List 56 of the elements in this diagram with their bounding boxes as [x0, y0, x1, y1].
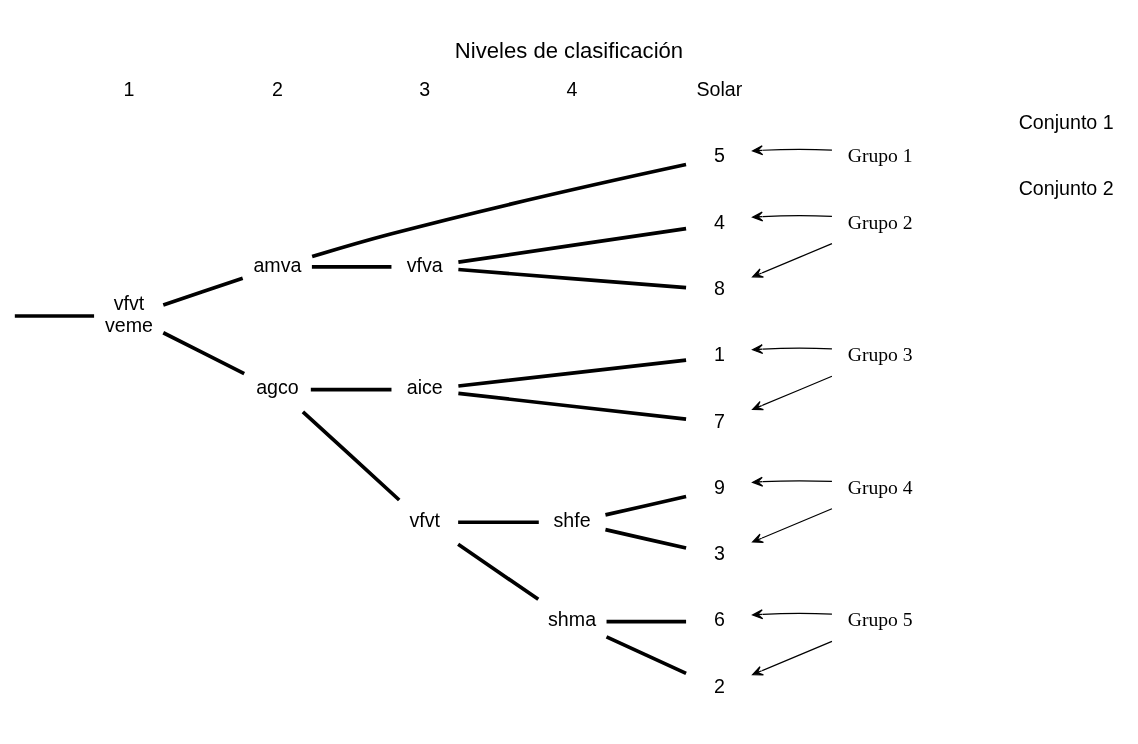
label: 1 — [123, 77, 135, 100]
connector — [14, 313, 95, 318]
node-text: 4 — [713, 210, 725, 233]
node-text: Grupo 2 — [847, 210, 913, 233]
node-text: vfvt — [409, 508, 441, 531]
node-text: 5 — [713, 143, 725, 166]
node-text: 3 — [713, 541, 725, 564]
arrow — [752, 640, 833, 675]
arrow — [752, 476, 833, 487]
connector — [605, 494, 687, 517]
node-text: 1 — [713, 342, 725, 365]
connector — [605, 527, 687, 550]
node-text: shma — [548, 607, 597, 630]
arrow — [752, 507, 833, 543]
arrow — [752, 242, 833, 278]
arrow — [752, 608, 833, 619]
connector — [458, 357, 687, 388]
node-text: 9 — [713, 475, 725, 498]
label: 3 — [419, 77, 431, 100]
label: Conjunto 2 — [1018, 176, 1114, 199]
node-text: Grupo 3 — [847, 342, 913, 365]
connector — [162, 275, 244, 307]
connector — [458, 391, 687, 421]
arrow — [752, 144, 833, 155]
node-text: 6 — [713, 607, 725, 630]
node-text: amva — [253, 253, 302, 276]
connector — [605, 634, 687, 675]
node-text: shfe — [553, 508, 591, 531]
arrow — [752, 375, 833, 410]
node-text: Grupo 5 — [847, 607, 913, 630]
node-text: aice — [406, 375, 443, 398]
label: 2 — [271, 77, 283, 100]
connector — [301, 410, 401, 501]
label: 4 — [566, 77, 578, 100]
node-text: 8 — [713, 276, 725, 299]
connector — [457, 542, 540, 601]
connector — [311, 264, 392, 269]
arrow — [752, 211, 833, 222]
connector — [310, 387, 392, 392]
node-text: Grupo 1 — [847, 143, 913, 166]
node-text: vfvt veme — [104, 291, 153, 336]
diagram-title: Niveles de clasificación — [454, 37, 684, 62]
node-text: 2 — [713, 674, 725, 697]
connector — [458, 519, 539, 524]
arrow — [752, 343, 833, 354]
node-text: vfva — [406, 253, 443, 276]
node-text: 7 — [713, 409, 725, 431]
node-text: agco — [256, 375, 299, 398]
connector — [458, 226, 687, 264]
connector — [606, 619, 687, 624]
connector — [458, 267, 687, 290]
label: Conjunto 1 — [1018, 110, 1114, 133]
label: Solar — [696, 77, 743, 100]
connector — [311, 162, 687, 258]
node-text: Grupo 4 — [847, 475, 913, 498]
connector — [162, 330, 246, 375]
